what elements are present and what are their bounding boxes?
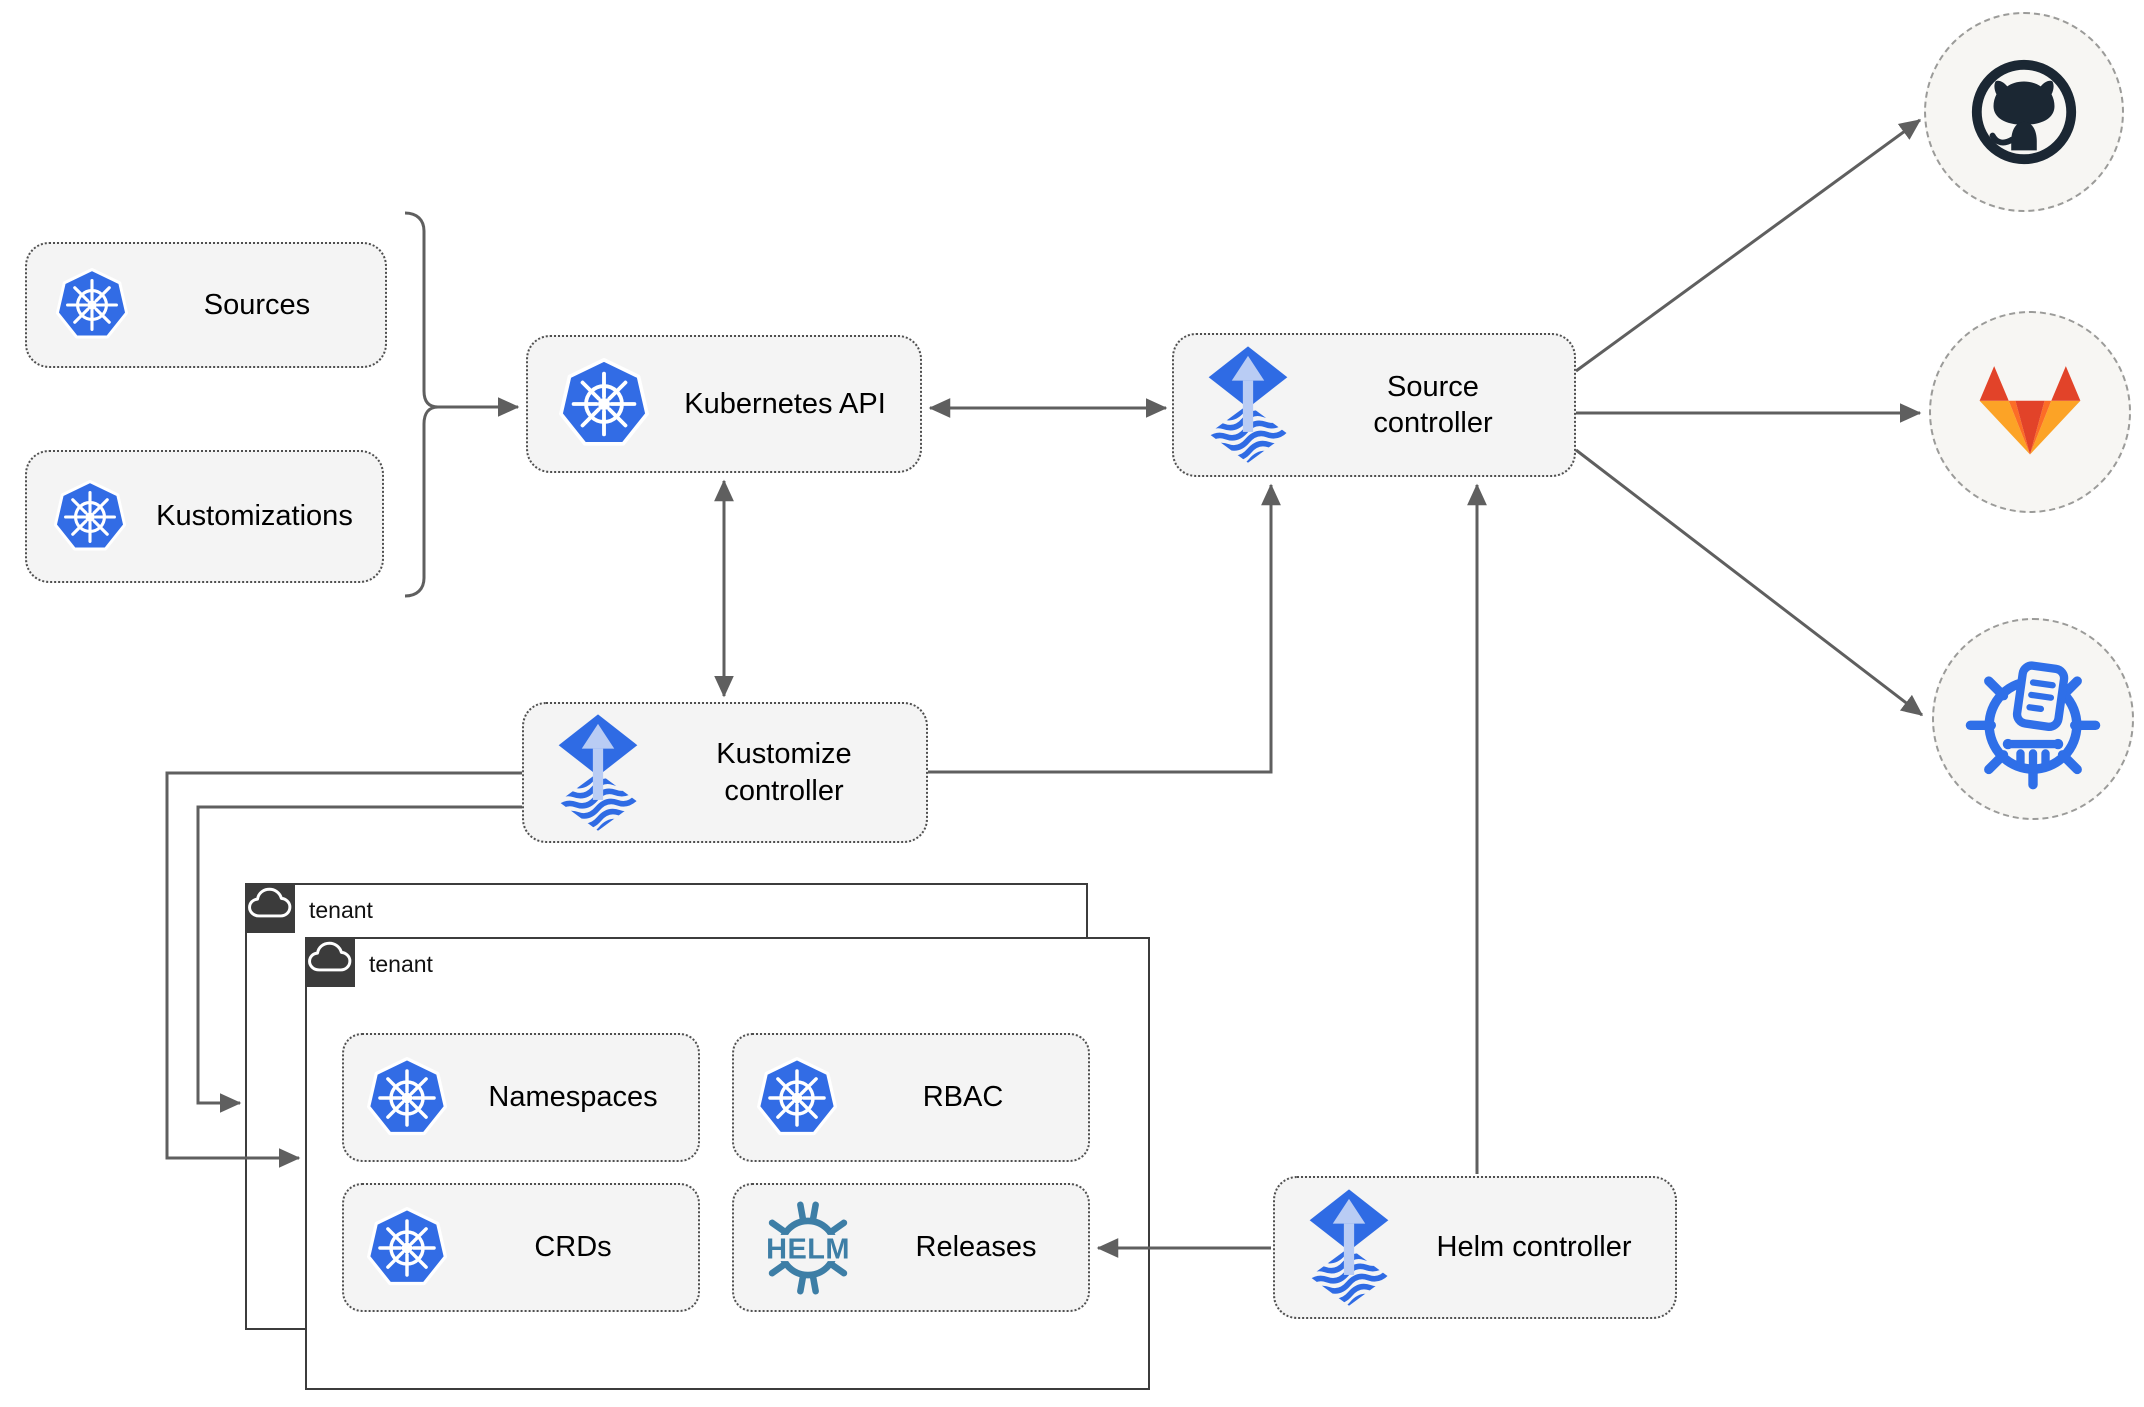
external-gitlab	[1929, 311, 2131, 513]
kubernetes-icon	[366, 1056, 448, 1139]
svg-text:HELM: HELM	[766, 1233, 850, 1265]
tenant-label: tenant	[309, 897, 373, 923]
node-kustomize-controller: Kustomize controller	[522, 702, 928, 843]
external-chartmuseum	[1932, 618, 2134, 820]
flux-icon	[1305, 1186, 1393, 1310]
node-kubernetes-api: Kubernetes API	[526, 335, 922, 473]
edge-source-to-chartmuseum	[1575, 448, 1924, 717]
kubernetes-icon	[366, 1206, 448, 1289]
cloud-icon	[245, 883, 295, 933]
kubernetes-icon	[55, 268, 129, 342]
node-label: Kustomizations	[156, 500, 353, 533]
node-label: CRDs	[534, 1231, 612, 1264]
cloud-icon	[305, 937, 355, 987]
node-helm-controller: Helm controller	[1273, 1176, 1677, 1319]
cloud-tab	[304, 936, 355, 987]
edge-kustomize-to-source-controller	[928, 483, 1281, 774]
brace-sources-kustomizations	[404, 211, 439, 598]
node-label: Helm controller	[1436, 1231, 1632, 1264]
tenant-label: tenant	[369, 951, 433, 977]
node-source-controller: Source controller	[1172, 333, 1576, 477]
kubernetes-icon	[756, 1056, 838, 1139]
node-sources: Sources	[25, 242, 387, 368]
node-kustomizations: Kustomizations	[25, 450, 384, 583]
github-icon	[1965, 53, 2083, 171]
node-label: Kubernetes API	[684, 387, 886, 420]
node-rbac: RBAC	[732, 1033, 1090, 1162]
cloud-tab	[244, 882, 295, 933]
kubernetes-icon	[558, 358, 650, 450]
node-crds: CRDs	[342, 1183, 700, 1312]
gitlab-icon	[1974, 361, 2086, 463]
node-label: RBAC	[922, 1081, 1004, 1114]
node-releases: HELM Releases	[732, 1183, 1090, 1312]
tenant-group-inner: tenant	[304, 936, 1150, 1390]
node-namespaces: Namespaces	[342, 1033, 700, 1162]
external-github	[1924, 12, 2124, 212]
flux-icon	[1204, 343, 1292, 467]
node-label: Sources	[203, 288, 311, 321]
flux-icon	[554, 711, 642, 835]
node-label: Kustomize controller	[716, 738, 852, 807]
edge-source-to-github	[1575, 118, 1922, 373]
helm-icon: HELM	[752, 1192, 864, 1304]
node-label: Releases	[915, 1231, 1037, 1264]
node-label: Namespaces	[488, 1081, 658, 1114]
node-label: Source controller	[1373, 370, 1493, 439]
kubernetes-icon	[53, 479, 127, 554]
chartmuseum-icon	[1960, 646, 2106, 792]
